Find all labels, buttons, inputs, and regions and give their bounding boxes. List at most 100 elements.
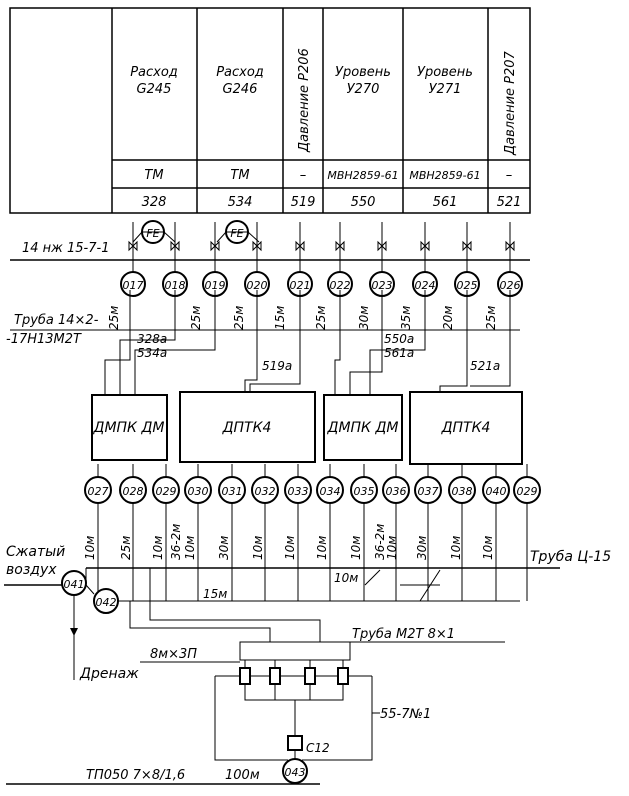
col2-name: Расход	[216, 65, 264, 80]
valve-3	[304, 667, 316, 685]
block-dmpk-2-label: ДМПК ДМ	[327, 420, 399, 436]
node2-1	[119, 476, 147, 504]
pipe-label-2: -17Н13М2Т	[6, 332, 82, 347]
tap-561a: 561а	[384, 346, 414, 360]
node2-5	[251, 476, 279, 504]
col1-code: G245	[137, 82, 172, 97]
node2-0	[84, 476, 112, 504]
block-dptk-2-label: ДПТК4	[441, 420, 491, 436]
block-dmpk-1-label: ДМПК ДМ	[93, 420, 165, 436]
node2-8-label: 035	[354, 485, 375, 498]
row2-length-5: 30м	[217, 536, 231, 560]
node-018-label: 018	[165, 279, 186, 292]
col4-number: 550	[351, 195, 376, 210]
c12-label: С12	[306, 741, 330, 755]
node-042-label: 042	[96, 596, 117, 609]
node2-4-label: 031	[222, 485, 243, 498]
row2-length-1: 25м	[119, 536, 133, 560]
node2-9-label: 036	[386, 485, 407, 498]
node-021-label: 021	[290, 279, 311, 292]
col5-name: Уровень	[417, 65, 473, 80]
air-label-2: воздух	[6, 562, 57, 578]
row2-length-6: 10м	[251, 536, 265, 560]
block-dptk-1-label: ДПТК4	[222, 420, 272, 436]
col6-number: 521	[497, 195, 522, 210]
bottom-label: ТП050 7×8/1,6	[86, 768, 185, 783]
top-line-label: 14 нж 15-7-1	[22, 241, 109, 256]
col3-number: 519	[291, 195, 316, 210]
col3-name: Давление Р206	[297, 48, 312, 153]
drain-label: Дренаж	[79, 666, 139, 682]
node2-7-label: 034	[320, 485, 341, 498]
air-supply: Сжатый воздух Труба Ц-15 041 042 10м 15м…	[4, 544, 611, 682]
row1-length-5: 30м	[357, 306, 371, 330]
node-025-label: 025	[457, 279, 478, 292]
row1-length-3: 15м	[273, 306, 287, 330]
tap-519a: 519а	[262, 359, 292, 373]
node-043-label: 043	[285, 766, 306, 779]
block-dptk-1	[179, 391, 316, 463]
col3-device: –	[300, 168, 307, 183]
row2-length-7: 10м	[283, 536, 297, 560]
col5-device: МВН2859-61	[409, 169, 480, 182]
tap-550a: 550а	[384, 332, 414, 346]
row2-length-2: 10м	[151, 536, 165, 560]
block-dptk-2	[409, 391, 523, 465]
node-020-label: 020	[247, 279, 268, 292]
node2-10-label: 037	[418, 485, 439, 498]
node-024-label: 024	[415, 279, 436, 292]
row1-length-0: 25м	[107, 306, 121, 330]
len-10m: 10м	[334, 571, 358, 585]
instrument-table: Расход G245 Расход G246 Давление Р206 Ур…	[9, 7, 531, 214]
tap-328a: 328а	[137, 332, 167, 346]
node2-6	[284, 476, 312, 504]
row1-length-6: 35м	[399, 306, 413, 330]
row2-length-9: 10м	[349, 536, 363, 560]
pipe-label: Труба 14×2-	[14, 313, 99, 328]
row1-length-2: 25м	[232, 306, 246, 330]
node2-5-label: 032	[255, 485, 276, 498]
node2-9	[382, 476, 410, 504]
row2-length-10: 36-2м	[373, 524, 387, 560]
fe-label-2: FE	[230, 227, 243, 240]
row2-length-11: 10м	[385, 536, 399, 560]
col1-name: Расход	[130, 65, 178, 80]
ref-55-label: 55-7№1	[380, 707, 431, 722]
node2-4	[218, 476, 246, 504]
node2-11	[448, 476, 476, 504]
blocks: ДМПК ДМ ДПТК4 ДМПК ДМ ДПТК4	[91, 391, 523, 465]
node2-6-label: 033	[288, 485, 309, 498]
valve-4	[337, 667, 349, 685]
row1-length-8: 25м	[484, 306, 498, 330]
node2-1-label: 028	[123, 485, 144, 498]
impulse-lines-top	[128, 222, 515, 272]
valve-2	[269, 667, 281, 685]
valve-1	[239, 667, 251, 685]
pipe-c15-label: Труба Ц-15	[530, 549, 611, 565]
col2-number: 534	[228, 195, 253, 210]
row2-length-4: 10м	[183, 536, 197, 560]
node2-8	[350, 476, 378, 504]
block-feed-lines	[104, 290, 511, 395]
node-026-label: 026	[500, 279, 521, 292]
node2-2-label: 029	[156, 485, 177, 498]
col4-name: Уровень	[335, 65, 391, 80]
node2-12	[482, 476, 510, 504]
col6-name: Давление Р207	[503, 50, 518, 156]
node2-10	[414, 476, 442, 504]
fe-label-1: FE	[146, 227, 159, 240]
node-043	[282, 758, 308, 784]
node2-13	[513, 476, 541, 504]
node2-13-label: 029	[517, 485, 538, 498]
tap-521a: 521а	[470, 359, 500, 373]
c12-valve	[287, 735, 303, 751]
len-8m-label: 8м×3П	[150, 647, 197, 662]
col2-device: ТМ	[230, 168, 249, 183]
row1-length-4: 25м	[314, 306, 328, 330]
row2-length-14: 10м	[481, 536, 495, 560]
pipe-m2t-label: Труба М2Т 8×1	[352, 627, 455, 642]
manifold: Труба М2Т 8×1 8м×3П 55-7№1 С12 043 ТП050…	[6, 568, 505, 785]
